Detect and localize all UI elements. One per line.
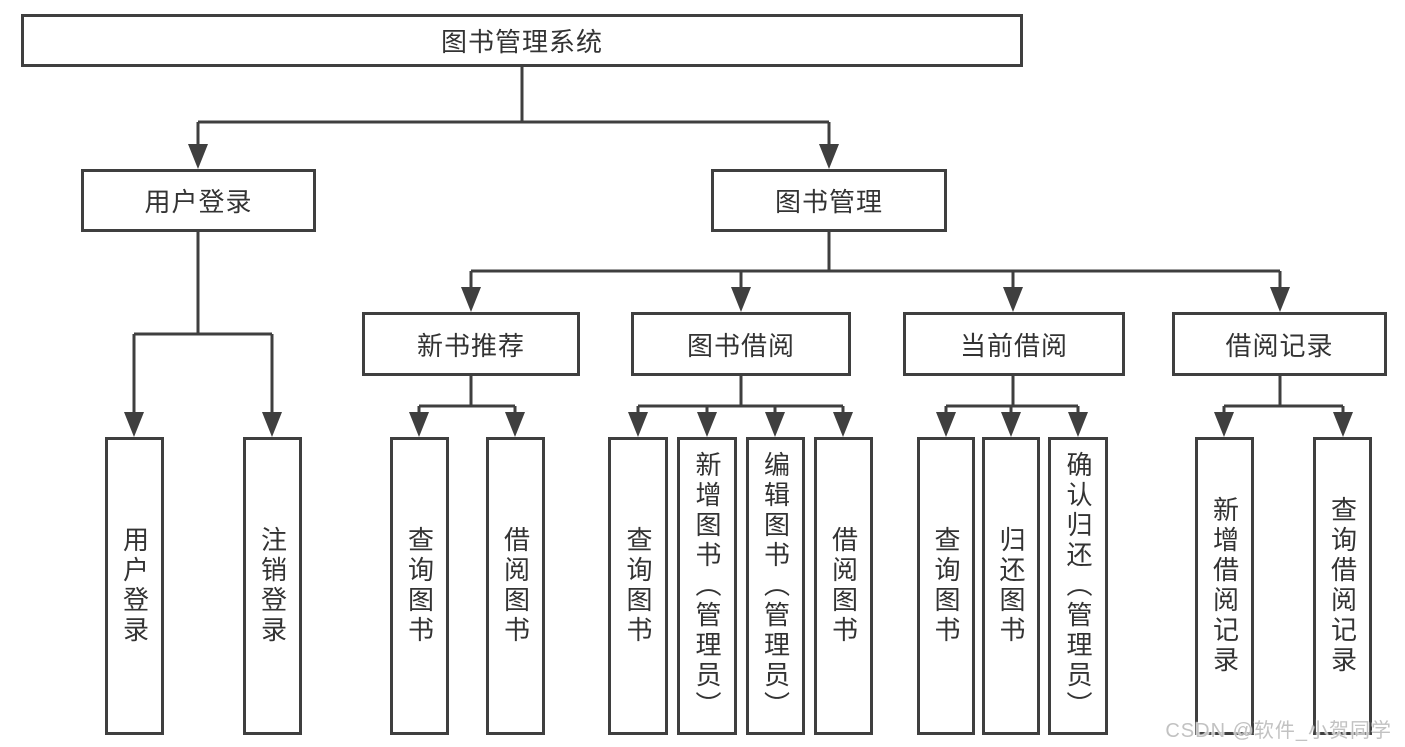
leaf-newbook-borrow-books: 借阅图书 (486, 437, 545, 735)
node-label: 借阅记录 (1225, 330, 1334, 361)
node-book-management: 图书管理 (711, 169, 947, 232)
node-user-login: 用户登录 (81, 169, 316, 232)
arrowhead (262, 412, 282, 437)
node-current-borrowing: 当前借阅 (903, 312, 1125, 376)
node-label: 编辑图书（管理员） (760, 451, 791, 721)
arrowhead (461, 287, 481, 312)
node-book-borrowing: 图书借阅 (631, 312, 851, 376)
arrowhead (697, 412, 717, 437)
node-label: 用户登录 (144, 187, 253, 217)
arrowhead (1270, 287, 1290, 312)
arrowhead (936, 412, 956, 437)
arrowhead (505, 412, 525, 437)
node-label: 查询图书 (931, 526, 961, 646)
node-new-book-recommend: 新书推荐 (362, 312, 580, 376)
node-label: 注销登录 (257, 526, 288, 646)
node-label: 图书管理 (774, 187, 883, 217)
node-label: 图书借阅 (686, 330, 795, 361)
arrowhead (1068, 412, 1088, 437)
arrowhead (731, 287, 751, 312)
node-label: 归还图书 (996, 526, 1026, 646)
node-borrowing-records: 借阅记录 (1172, 312, 1387, 376)
arrowhead (833, 412, 853, 437)
arrowhead (1001, 412, 1021, 437)
leaf-borrowing-edit-books-admin: 编辑图书（管理员） (746, 437, 805, 735)
leaf-current-return-books: 归还图书 (982, 437, 1040, 735)
node-label: 新增图书（管理员） (692, 451, 722, 721)
leaf-borrowing-query-books: 查询图书 (608, 437, 668, 735)
arrowhead (765, 412, 785, 437)
arrowhead (628, 412, 648, 437)
leaf-current-query-books: 查询图书 (917, 437, 975, 735)
arrowhead (1333, 412, 1353, 437)
arrowheads (124, 144, 1353, 437)
arrowhead (1214, 412, 1234, 437)
node-label: 新书推荐 (416, 330, 525, 361)
arrowhead (819, 144, 839, 169)
arrowhead (124, 412, 144, 437)
leaf-borrowing-add-books-admin: 新增图书（管理员） (677, 437, 737, 735)
node-label: 查询图书 (404, 526, 435, 646)
leaf-records-query-record: 查询借阅记录 (1313, 437, 1372, 735)
arrowhead (409, 412, 429, 437)
node-label: 查询图书 (623, 526, 653, 646)
leaf-newbook-query-books: 查询图书 (390, 437, 449, 735)
leaf-borrowing-borrow-books: 借阅图书 (814, 437, 873, 735)
node-label: 用户登录 (119, 526, 150, 646)
leaf-logout-login: 注销登录 (243, 437, 302, 735)
node-label: 新增借阅记录 (1209, 496, 1240, 676)
arrowhead (1003, 287, 1023, 312)
node-label: 借阅图书 (828, 526, 859, 646)
node-label: 图书管理系统 (440, 27, 603, 57)
node-label: 当前借阅 (959, 330, 1068, 361)
leaf-current-confirm-return-admin: 确认归还（管理员） (1048, 437, 1108, 735)
csdn-watermark: CSDN @软件_小贺同学 (1165, 720, 1392, 742)
node-library-management-system: 图书管理系统 (21, 14, 1023, 67)
leaf-records-add-record: 新增借阅记录 (1195, 437, 1254, 735)
node-label: 借阅图书 (500, 526, 531, 646)
node-label: 确认归还（管理员） (1063, 451, 1093, 721)
node-label: 查询借阅记录 (1327, 496, 1358, 676)
arrowhead (188, 144, 208, 169)
leaf-user-login: 用户登录 (105, 437, 164, 735)
